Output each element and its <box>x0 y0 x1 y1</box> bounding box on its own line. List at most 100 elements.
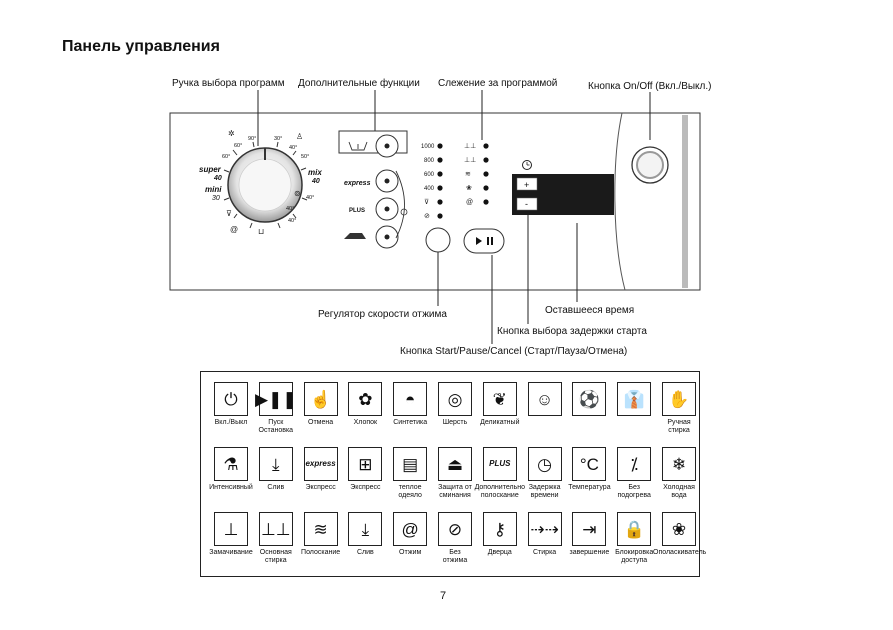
end-icon: ⇥ <box>572 512 607 546</box>
start-pause-button <box>463 228 505 254</box>
hand-wash-icon: ♙ <box>296 132 303 141</box>
lock-small-icon <box>400 208 408 216</box>
onoff-button-ring <box>636 151 664 179</box>
legend-item: PLUS Дополнительно полоскание <box>474 447 526 500</box>
dial-temp: 60° <box>222 154 230 160</box>
power-icon: ⏻ <box>214 382 248 416</box>
delay-minus-label: - <box>525 199 528 209</box>
spin-speed-label: 1000 <box>421 144 435 150</box>
legend-item-label: Пуск Остановка <box>258 419 294 434</box>
legend-item: ✋Ручная стирка <box>653 382 705 435</box>
callout-leader-lines <box>257 90 651 344</box>
legend-item-label: Основная стирка <box>259 549 292 564</box>
legend-item-label: Экспресс <box>305 484 336 491</box>
callout-delay-button: Кнопка выбора задержки старта <box>497 326 647 337</box>
sport-shirt-icon: ⚽ <box>572 382 607 416</box>
softener-flower-icon: ❀ <box>662 512 696 546</box>
legend-item: 👔 <box>608 382 660 419</box>
callout-onoff-button: Кнопка On/Off (Вкл./Выкл.) <box>588 81 712 92</box>
spin-speed-label: 400 <box>424 186 435 192</box>
spin-icon: @ <box>393 512 428 546</box>
legend-item-label: завершение <box>569 549 610 556</box>
iron-icon <box>344 233 366 239</box>
legend-item-label: Дополнительно полоскание <box>474 484 525 499</box>
legend-item: ⚽ <box>563 382 615 419</box>
celsius-icon: °C <box>572 447 607 481</box>
legend-item-label: Вкл./Выкл <box>214 419 248 426</box>
spin-speed-leds <box>437 143 443 219</box>
drain-basin-icon: ⤓ <box>348 512 383 546</box>
express-icon: express <box>344 180 371 187</box>
legend-item: ⊘Без отжима <box>429 512 481 565</box>
feather-icon: ❦ <box>482 382 517 416</box>
no-heating-icon: ⁒ <box>617 447 652 481</box>
legend-item: ⚷Дверца <box>474 512 526 557</box>
legend-item: 🔒 Блокировка доступа <box>608 512 660 565</box>
legend-item-label: Шерсть <box>442 419 468 426</box>
legend-item: ⇢⇢Стирка <box>519 512 571 557</box>
cotton-flower-icon: ✿ <box>348 382 383 416</box>
legend-item: ⇥ завершение <box>563 512 615 557</box>
legend-item: ⊥Замачивание <box>205 512 257 557</box>
rinse-phase-icon: ≋ <box>465 171 471 178</box>
extra-function-box <box>338 130 408 154</box>
play-pause-icon: ▶❚❚ <box>255 382 297 416</box>
blanket-icon: ▤ <box>393 447 428 481</box>
snowflake-icon: ❄ <box>662 447 696 481</box>
legend-item-label: Хлопок <box>353 419 378 426</box>
iron-icon: ⏏ <box>438 447 472 481</box>
legend-item: ❄ Холодная вода <box>653 447 705 500</box>
spin-speed-label: 600 <box>424 172 435 178</box>
drain-only-icon: ⊽ <box>424 198 429 206</box>
legend-item-label: Блокировка доступа <box>615 549 654 564</box>
program-knob-center <box>238 158 292 212</box>
main-wash-icon: ⊥⊥ <box>258 512 293 546</box>
panel-door-curve <box>614 112 626 291</box>
legend-item: ◎ Шерсть <box>429 382 481 427</box>
spin-speed-label: 800 <box>424 158 435 164</box>
spin-phase-icon: @ <box>466 199 473 206</box>
page-title: Панель управления <box>62 38 220 55</box>
legend-item-label: Отжим <box>399 549 422 556</box>
express-shirt-icon: ⊞ <box>348 447 383 481</box>
dial-temp: 30° <box>274 136 282 142</box>
intensive-wash-icon: ⚗ <box>214 447 248 481</box>
dial-temp: 40° <box>306 195 314 201</box>
prewash-icon <box>348 141 368 151</box>
program-phase-icons: ⊥⊥ ⊥⊥ ≋ ❀ @ <box>464 143 476 206</box>
dial-temp: 60° <box>234 143 242 149</box>
wash-stages-icon: ⇢⇢ <box>527 512 562 546</box>
callout-program-tracking: Слежение за программой <box>438 78 558 89</box>
legend-item-label: Ополаскиватель <box>653 549 707 556</box>
rinse-icon: ≋ <box>303 512 338 546</box>
plus-rinse-icon: PLUS <box>482 447 517 481</box>
hand-icon: ☝ <box>303 382 338 416</box>
delay-clock-icon <box>522 160 532 170</box>
legend-item: ✿ Хлопок <box>339 382 391 427</box>
dial-super-label: super <box>199 165 222 174</box>
dial-program-names: super 40 mini 30 mix 40 <box>199 165 322 202</box>
wool-icon: ⊚ <box>294 189 301 198</box>
dial-temp: 40° <box>289 145 297 151</box>
wool-ball-icon: ◎ <box>438 382 472 416</box>
legend-item: ⚗Интенсивный <box>205 447 257 492</box>
callout-spin-regulator: Регулятор скорости отжима <box>318 309 447 320</box>
legend-item: ≋Полоскание <box>295 512 347 557</box>
dial-temp: 40° <box>288 218 296 224</box>
legend-item-label: Деликатный <box>480 419 520 426</box>
lock-icon: 🔒 <box>617 512 652 546</box>
legend-item-label: Отмена <box>308 419 334 426</box>
legend-item-label: Без отжима <box>442 549 468 564</box>
play-icon <box>476 237 482 245</box>
express-icon: express <box>303 447 338 481</box>
legend-item-label: Задержка времени <box>528 484 561 499</box>
legend-item: ⊥⊥ Основная стирка <box>250 512 302 565</box>
dial-mix-temp: 40 <box>311 178 320 185</box>
legend-item-label: Холодная вода <box>663 484 695 499</box>
symbol-legend: ⏻ Вкл./Выкл ▶❚❚ Пуск Остановка ☝ Отмена ✿ Хлопо… <box>200 371 706 577</box>
callout-start-button: Кнопка Start/Pause/Cancel (Старт/Пауза/О… <box>400 346 628 357</box>
drain-icon: ⊽ <box>226 209 232 218</box>
